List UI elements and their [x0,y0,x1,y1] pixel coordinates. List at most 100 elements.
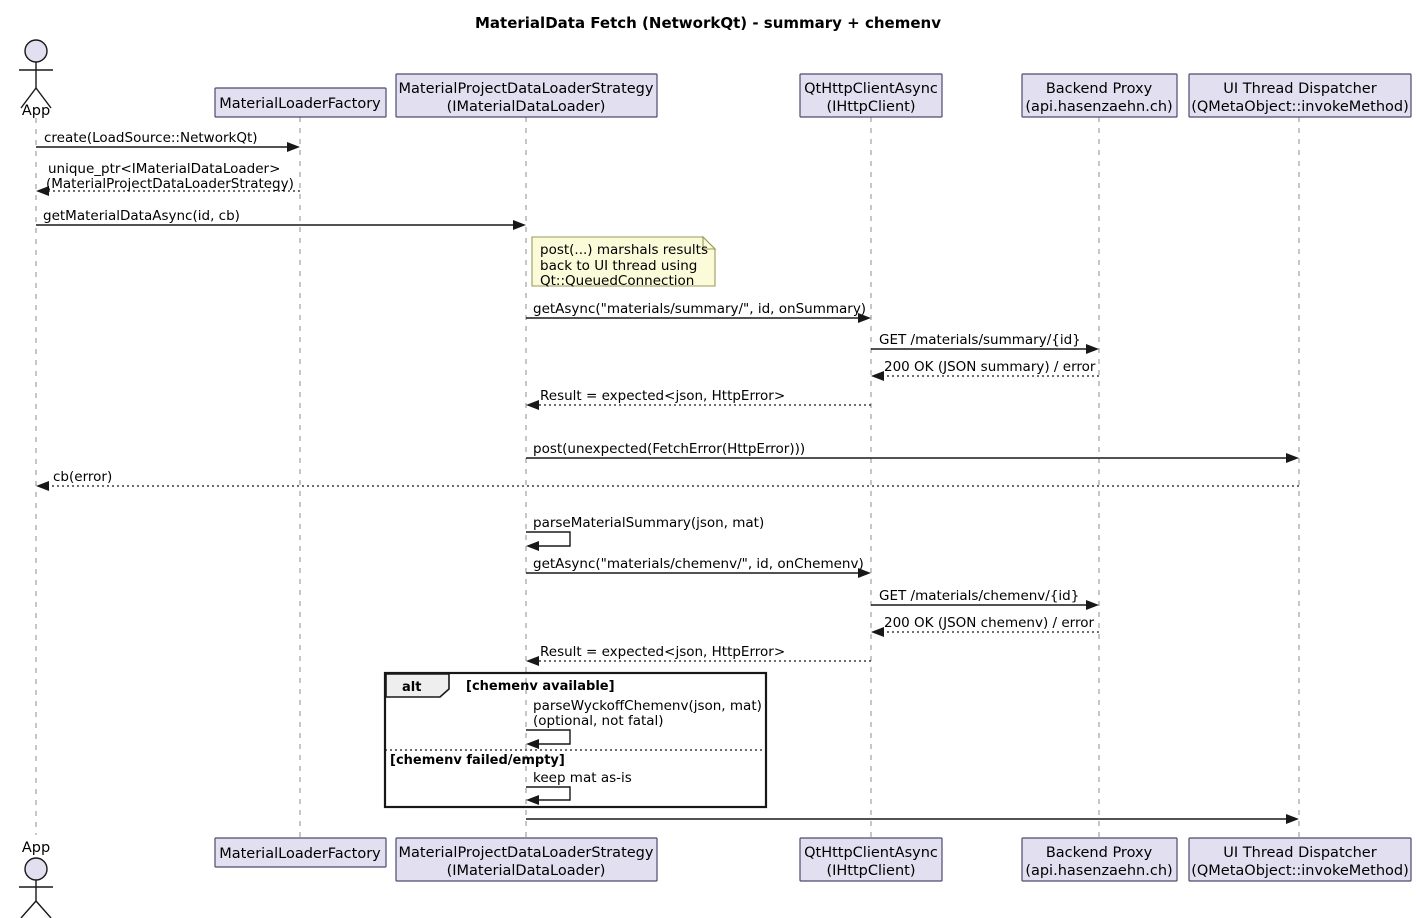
note-line-3: Qt::QueuedConnection [540,273,694,289]
participant-label-line2: (api.hasenzaehn.ch) [1025,863,1172,879]
note-line-2: back to UI thread using [540,258,697,274]
arrowhead-right [858,313,871,323]
participant-box [214,837,387,868]
participant-box [214,87,387,118]
alt-fragment[interactable]: alt [chemenv available] parseWyckoffChem… [383,671,768,809]
participant-backend-bottom[interactable]: Backend Proxy (api.hasenzaehn.ch) [1021,837,1178,882]
message-label: GET /materials/chemenv/{id} [879,588,1079,604]
message-m14[interactable]: Result = expected<json, HttpError> [526,644,871,666]
message-label: GET /materials/summary/{id} [879,332,1081,348]
participant-label-line2: (IHttpClient) [826,99,915,115]
participant-strategy-top[interactable]: MaterialProjectDataLoaderStrategy (IMate… [395,73,658,118]
arrowhead-left [871,627,884,637]
message-m8[interactable]: post(unexpected(FetchError(HttpError))) [526,441,1299,463]
alt-guard-1: [chemenv available] [466,679,615,694]
participant-strategy-bottom[interactable]: MaterialProjectDataLoaderStrategy (IMate… [395,837,658,882]
message-label: getMaterialDataAsync(id, cb) [43,208,240,224]
message-m17[interactable] [526,814,1299,824]
arrowhead-left [526,400,539,410]
actor-head-icon [24,39,48,63]
participant-factory-bottom[interactable]: MaterialLoaderFactory [214,837,387,868]
alt-operator-tab [385,673,450,698]
message-m4[interactable]: getAsync("materials/summary/", id, onSum… [526,301,871,323]
message-m3[interactable]: getMaterialDataAsync(id, cb) [36,208,526,230]
message-m10[interactable]: parseMaterialSummary(json, mat) [526,515,764,551]
message-m15[interactable]: parseWyckoffChemenv(json, mat) (optional… [526,698,762,749]
message-m2[interactable]: unique_ptr<IMaterialDataLoader> (Materia… [36,161,300,196]
participant-httpclient-bottom[interactable]: QtHttpClientAsync (IHttpClient) [799,837,943,882]
note-body [531,236,716,287]
participant-box [395,73,658,118]
message-label: keep mat as-is [533,770,632,786]
participant-label-line1: Backend Proxy [1046,81,1153,97]
participant-label-line1: UI Thread Dispatcher [1223,81,1376,97]
lifelines-group [35,117,1300,838]
actor-left-leg-icon-bottom [20,900,37,918]
participant-box [1021,837,1178,882]
self-call-path [526,786,571,801]
participant-label-line1: MaterialProjectDataLoaderStrategy [399,845,654,861]
arrowhead-left [526,541,539,551]
participant-box [799,73,943,118]
message-label: post(unexpected(FetchError(HttpError))) [533,441,805,457]
actor-label-bottom: App [22,840,50,856]
actor-head-icon-bottom [24,857,48,881]
arrowhead-left [526,795,539,805]
participant-httpclient-top[interactable]: QtHttpClientAsync (IHttpClient) [799,73,943,118]
message-label: Result = expected<json, HttpError> [540,644,785,660]
arrowhead-left [526,656,539,666]
message-label: parseMaterialSummary(json, mat) [533,515,764,531]
participant-label-line1: QtHttpClientAsync [804,81,938,97]
message-m7[interactable]: Result = expected<json, HttpError> [526,388,871,410]
participant-box [799,837,943,882]
actor-label-top: App [22,103,50,119]
participant-label-line2: (IMaterialDataLoader) [447,99,606,115]
actor-top[interactable]: App [19,39,53,119]
participant-dispatcher-top[interactable]: UI Thread Dispatcher (QMetaObject::invok… [1188,73,1412,118]
message-label: 200 OK (JSON summary) / error [884,359,1096,375]
message-label: getAsync("materials/chemenv/", id, onChe… [533,556,864,572]
actor-bottom[interactable]: App [19,840,53,918]
message-m1[interactable]: create(LoadSource::NetworkQt) [36,130,300,152]
participant-label-line2: (QMetaObject::invokeMethod) [1191,99,1409,115]
participant-backend-top[interactable]: Backend Proxy (api.hasenzaehn.ch) [1021,73,1178,118]
message-label: Result = expected<json, HttpError> [540,388,785,404]
note-line-1: post(...) marshals results [540,242,708,258]
self-call-path [526,531,571,547]
message-m5[interactable]: GET /materials/summary/{id} [871,332,1099,354]
actor-left-leg-icon [20,87,37,109]
arrowhead-right [287,142,300,152]
arrowhead-left [526,739,539,749]
participant-box [1188,837,1412,882]
participant-label-line1: Backend Proxy [1046,845,1153,861]
message-label-2: (optional, not fatal) [533,713,664,729]
participant-dispatcher-bottom[interactable]: UI Thread Dispatcher (QMetaObject::invok… [1188,837,1412,882]
message-label: cb(error) [53,469,112,485]
message-m16[interactable]: keep mat as-is [526,770,632,805]
participant-factory-top[interactable]: MaterialLoaderFactory [214,87,387,118]
actor-right-leg-icon-bottom [35,900,52,918]
message-m13[interactable]: 200 OK (JSON chemenv) / error [871,615,1099,637]
participant-label-line1: UI Thread Dispatcher [1223,845,1376,861]
alt-frame-border [383,671,768,809]
arrowhead-left [36,186,49,196]
message-m12[interactable]: GET /materials/chemenv/{id} [871,588,1099,610]
participant-label-line1: QtHttpClientAsync [804,845,938,861]
arrowhead-left [36,481,49,491]
alt-guard-2: [chemenv failed/empty] [390,753,565,768]
participant-label-line2: (api.hasenzaehn.ch) [1025,99,1172,115]
participant-box [395,837,658,882]
participant-box [1188,73,1412,118]
message-m11[interactable]: getAsync("materials/chemenv/", id, onChe… [526,556,871,578]
message-label: create(LoadSource::NetworkQt) [44,130,258,146]
arrowhead-right [858,568,871,578]
participant-label-line2: (QMetaObject::invokeMethod) [1191,863,1409,879]
message-m9[interactable]: cb(error) [36,469,1299,491]
participant-label-line1: MaterialLoaderFactory [219,846,381,862]
message-label-2: (MaterialProjectDataLoaderStrategy) [46,176,294,192]
arrowhead-right [1286,814,1299,824]
participant-label-line2: (IHttpClient) [826,863,915,879]
message-m6[interactable]: 200 OK (JSON summary) / error [871,359,1099,381]
arrowhead-right [1286,453,1299,463]
